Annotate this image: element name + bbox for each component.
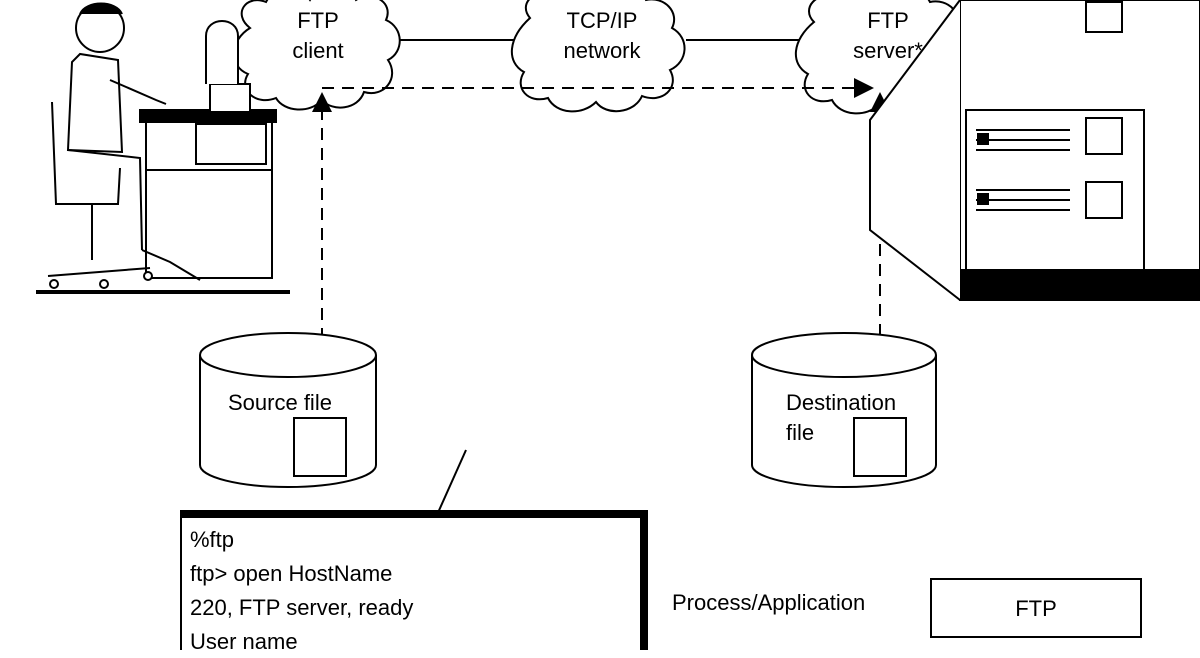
- server-cabinet-illustration: [869, 0, 1200, 301]
- ftp-client-label: FTP client: [270, 6, 366, 66]
- ftp-client-label-line1: FTP: [297, 8, 339, 33]
- terminal-line: %ftp: [190, 527, 235, 552]
- layer-protocol-label: FTP: [1015, 596, 1057, 621]
- ftp-server-label-line2: server*: [853, 38, 923, 63]
- destination-file-disk: [751, 332, 937, 488]
- tcpip-network-label-line1: TCP/IP: [566, 8, 638, 33]
- terminal-line: User name: [190, 629, 298, 654]
- source-file-label: Source file: [228, 390, 332, 415]
- terminal-line: 220, FTP server, ready: [190, 595, 414, 620]
- ftp-server-label-line1: FTP: [867, 8, 909, 33]
- user-at-workstation-illustration: [36, 2, 290, 294]
- destination-file-icon: [853, 417, 907, 477]
- tcpip-network-label: TCP/IP network: [544, 6, 660, 66]
- destination-file-label: Destination file: [786, 388, 896, 448]
- destination-file-label-line1: Destination: [786, 390, 897, 415]
- ftp-diagram-canvas: [36, 0, 1200, 546]
- ftp-client-cloud: [233, 0, 401, 111]
- ftp-server-label: FTP server*: [836, 6, 940, 66]
- tcpip-network-label-line2: network: [563, 38, 641, 63]
- tcpip-network-cloud: [510, 0, 686, 113]
- ftp-terminal-session: %ftp ftp> open HostName 220, FTP server,…: [180, 510, 648, 654]
- destination-file-label-line2: file: [786, 420, 815, 445]
- source-file-disk: [199, 332, 377, 488]
- ftp-client-label-line2: client: [292, 38, 344, 63]
- layer-protocol-box: FTP: [930, 578, 1142, 638]
- source-file-icon: [293, 417, 347, 477]
- layer-name-label: Process/Application: [672, 590, 866, 615]
- terminal-line: ftp> open HostName: [190, 561, 393, 586]
